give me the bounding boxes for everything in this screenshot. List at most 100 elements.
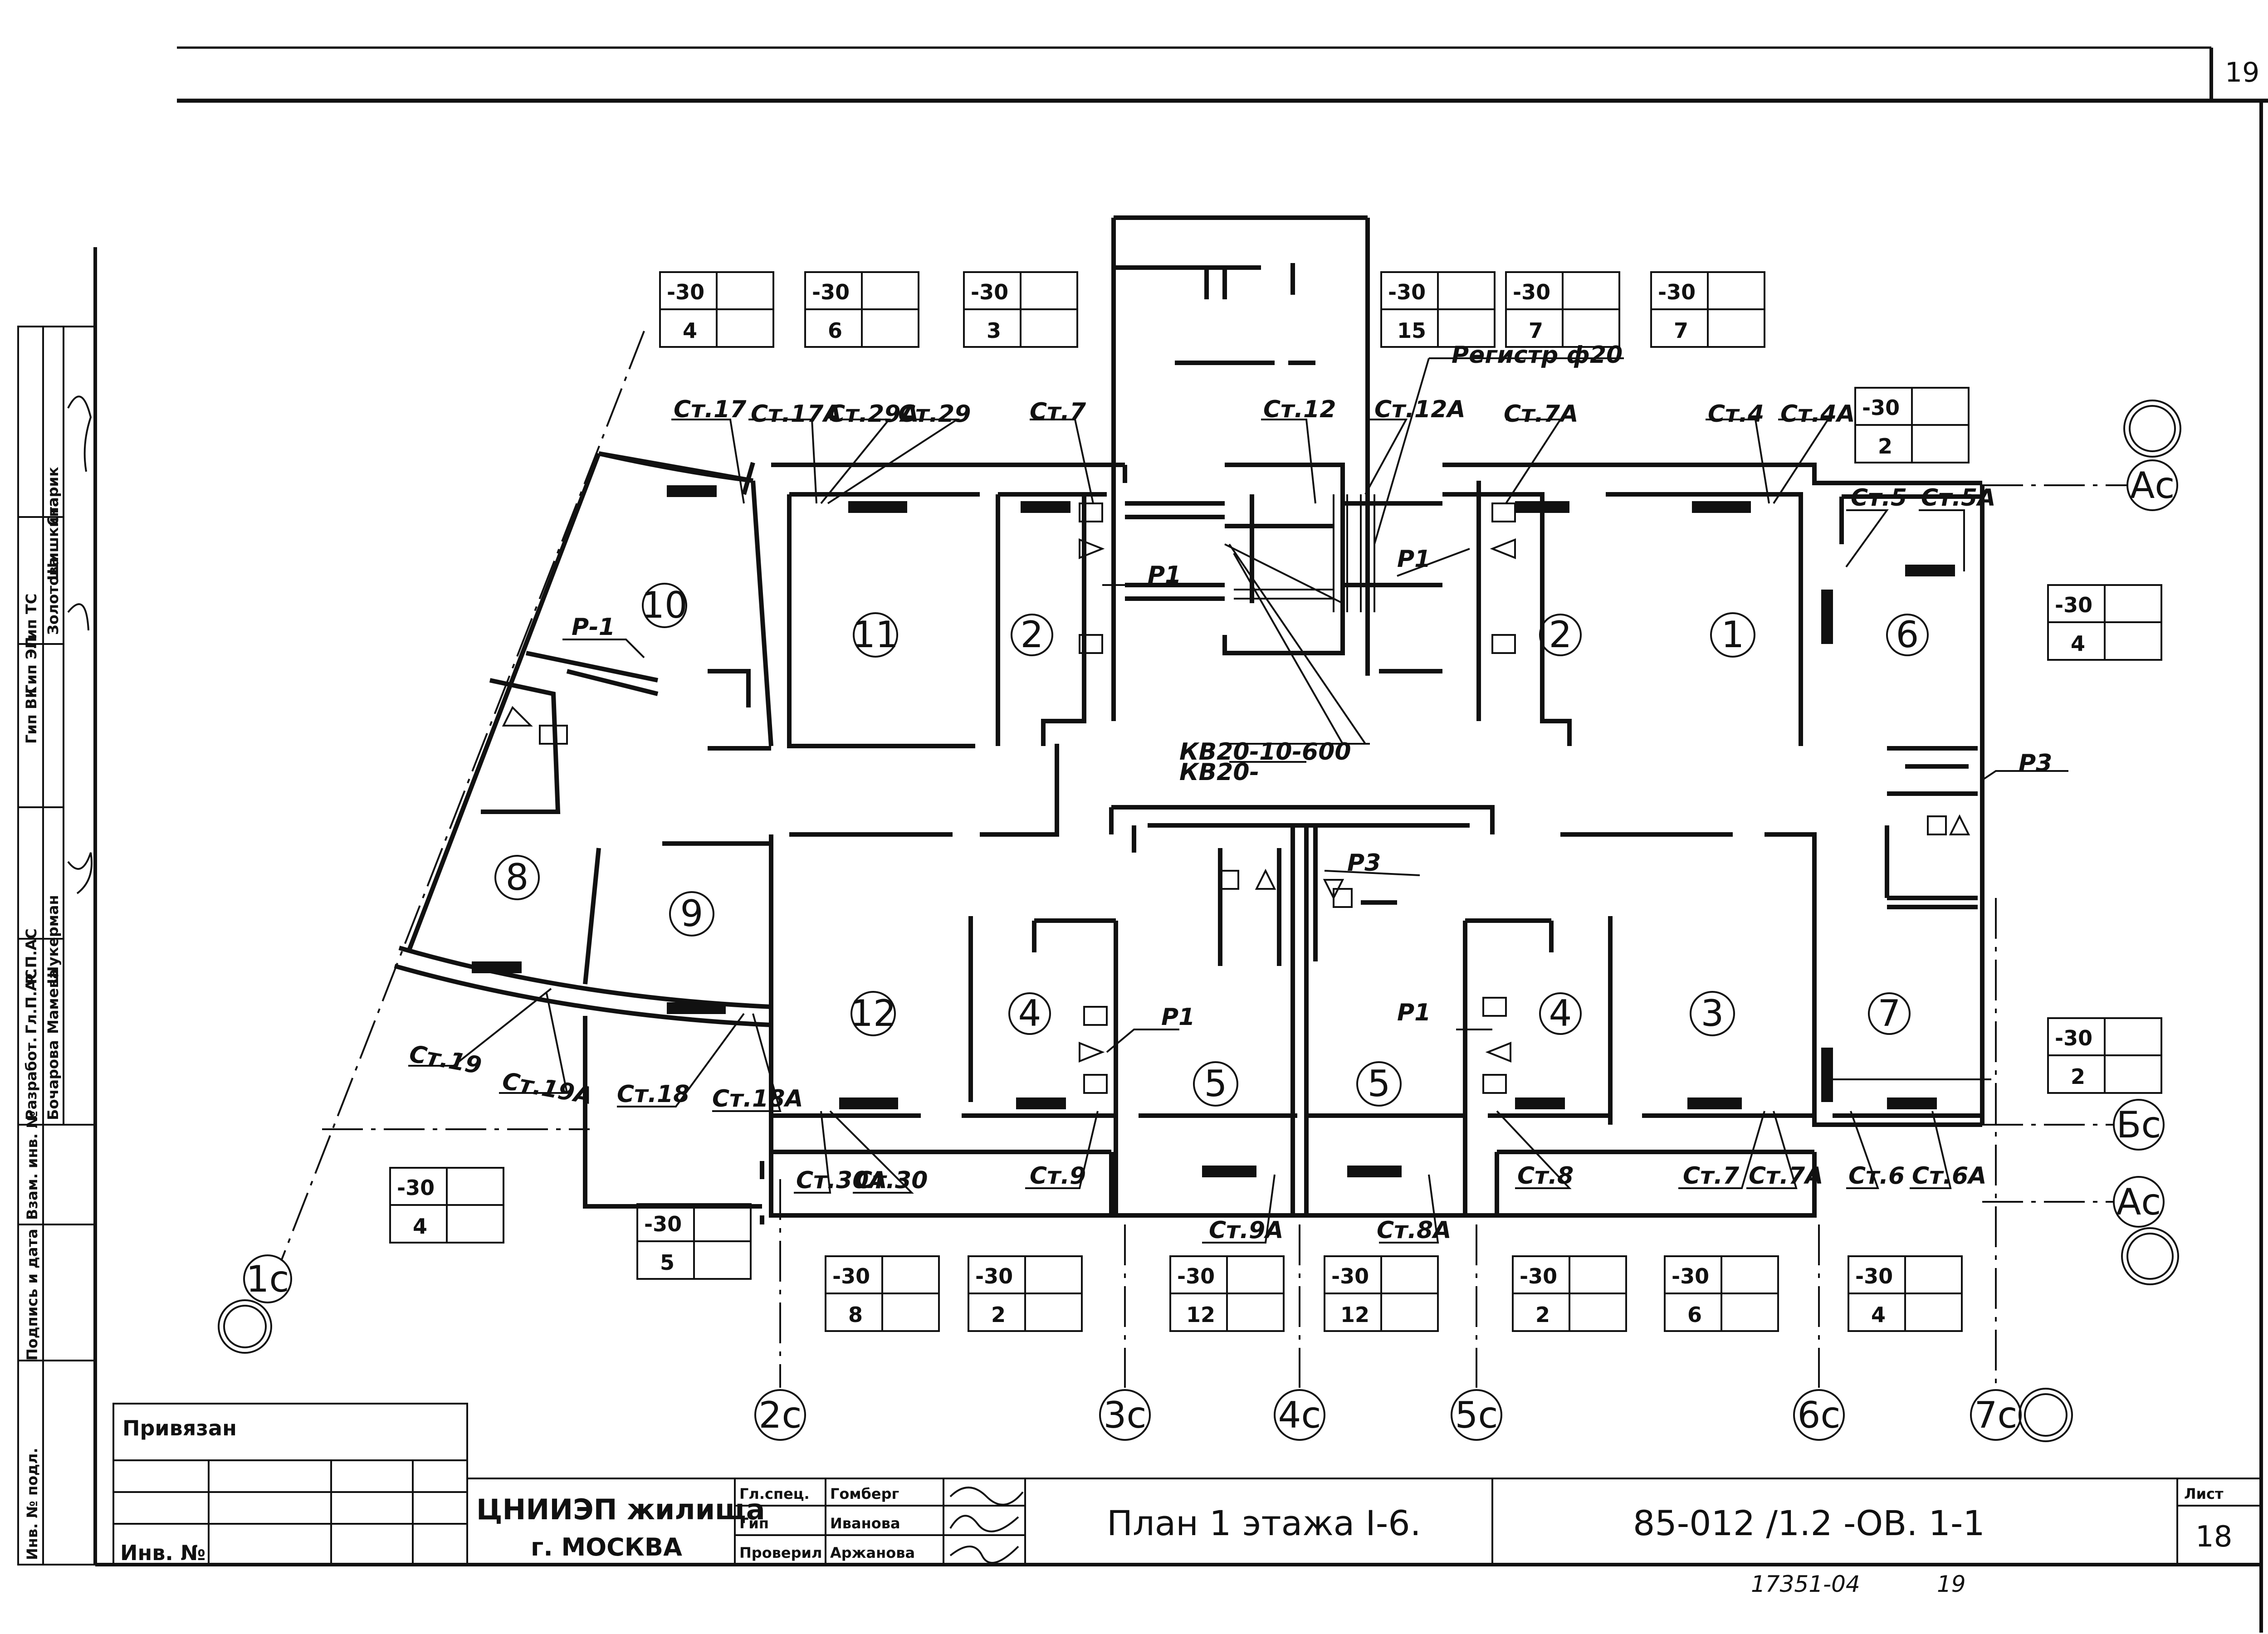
room-2-right: 2 bbox=[1539, 614, 1582, 656]
svg-text:12: 12 bbox=[1340, 1302, 1369, 1327]
temp-table-16: -302 bbox=[1512, 1255, 1627, 1332]
strip-name-6: Старик bbox=[44, 467, 62, 526]
svg-text:-30: -30 bbox=[1513, 280, 1550, 304]
axis-marker-bc: Бс bbox=[2113, 1099, 2165, 1151]
svg-text:Ст.7А: Ст.7А bbox=[1749, 1162, 1823, 1190]
building-walls bbox=[394, 215, 1984, 1224]
temp-table-15: -30 12 bbox=[1324, 1255, 1439, 1332]
svg-text:Ас: Ас bbox=[2130, 464, 2175, 507]
room-1: 1 bbox=[1710, 612, 1755, 658]
svg-text:2: 2 bbox=[2071, 1064, 2085, 1089]
svg-text:8: 8 bbox=[506, 856, 529, 898]
svg-text:-30: -30 bbox=[2055, 1026, 2092, 1050]
note-labels: Регистр ф20 КВ20-10-600 КВ20- Р1 Р1 Р-1 … bbox=[572, 341, 2052, 1031]
svg-text:2: 2 bbox=[1878, 434, 1892, 458]
temp-table-17: -306 bbox=[1664, 1255, 1779, 1332]
convector-label-2: КВ20- bbox=[1179, 759, 1259, 786]
attach-title: Привязан bbox=[122, 1416, 237, 1440]
svg-text:Ст.30А: Ст.30А bbox=[796, 1167, 887, 1194]
svg-text:-30: -30 bbox=[812, 280, 850, 304]
svg-text:Ст.12А: Ст.12А bbox=[1374, 396, 1466, 423]
svg-text:Бс: Бс bbox=[2116, 1104, 2161, 1146]
svg-text:4: 4 bbox=[1018, 992, 1041, 1034]
svg-text:2: 2 bbox=[1535, 1302, 1550, 1327]
svg-text:Ст.29: Ст.29 bbox=[898, 400, 971, 428]
approval-strip: Инв. № подл. Подпись и дата Взам. инв. №… bbox=[17, 326, 96, 1566]
valve-label-3: Р-1 bbox=[572, 614, 615, 641]
svg-text:Ст.6: Ст.6 bbox=[1848, 1162, 1905, 1190]
svg-text:4: 4 bbox=[2071, 631, 2085, 656]
room-7: 7 bbox=[1868, 992, 1911, 1035]
svg-text:Ст.7: Ст.7 bbox=[1030, 398, 1086, 425]
stamp-name-1: Гомберг bbox=[830, 1485, 899, 1502]
temp-table-12: -308 bbox=[825, 1255, 940, 1332]
temp-table-11: -305 bbox=[636, 1203, 752, 1280]
convector-label-1: КВ20-10-600 bbox=[1179, 738, 1351, 766]
svg-text:Ст.19: Ст.19 bbox=[407, 1040, 484, 1080]
room-5-right: 5 bbox=[1356, 1061, 1402, 1107]
temp-table-9: -30 2 bbox=[2047, 1017, 2162, 1094]
riser-leaders bbox=[408, 357, 2068, 1244]
svg-text:Ст.7: Ст.7 bbox=[1683, 1162, 1740, 1190]
svg-text:Ст.4А: Ст.4А bbox=[1780, 400, 1855, 428]
svg-text:-30: -30 bbox=[667, 280, 704, 304]
svg-text:5с: 5с bbox=[1455, 1394, 1498, 1436]
svg-text:Ст.6А: Ст.6А bbox=[1912, 1162, 1986, 1190]
svg-text:-30: -30 bbox=[832, 1264, 870, 1288]
strip-role-gipvk: Гип ВК bbox=[23, 686, 40, 744]
svg-text:9: 9 bbox=[680, 893, 704, 935]
stamp-name-3: Аржанова bbox=[830, 1544, 915, 1561]
svg-text:Ст.8А: Ст.8А bbox=[1377, 1217, 1451, 1244]
svg-text:2с: 2с bbox=[759, 1394, 802, 1436]
valve-label-6: Р3 bbox=[2019, 750, 2052, 777]
temp-table-10: -304 bbox=[389, 1167, 504, 1244]
svg-text:7: 7 bbox=[1674, 318, 1688, 343]
svg-text:-30: -30 bbox=[644, 1212, 682, 1236]
room-2-left: 2 bbox=[1011, 614, 1053, 656]
temp-table-1: -30 4 bbox=[659, 271, 774, 348]
temp-table-3: -303 bbox=[963, 271, 1078, 348]
svg-text:Ст.18: Ст.18 bbox=[617, 1081, 689, 1108]
attach-inv: Инв. № bbox=[120, 1541, 205, 1565]
strip-name-2: Мамева bbox=[44, 969, 62, 1034]
svg-text:-30: -30 bbox=[1331, 1264, 1369, 1288]
register-label: Регистр ф20 bbox=[1452, 341, 1623, 369]
temp-table-7: -302 bbox=[1854, 387, 1970, 463]
svg-text:3: 3 bbox=[987, 318, 1001, 343]
stamp-below-page: 19 bbox=[1937, 1571, 1966, 1597]
svg-text:Ст.5А: Ст.5А bbox=[1921, 484, 1995, 512]
strip-role-dev: Разработ. bbox=[23, 1037, 40, 1120]
axis-marker-2c: 2с bbox=[754, 1389, 806, 1441]
axis-marker-7c: 7с bbox=[1970, 1388, 2073, 1442]
svg-text:Ст.18А: Ст.18А bbox=[712, 1085, 803, 1112]
sheet-frame bbox=[93, 46, 2268, 1633]
svg-text:1: 1 bbox=[1721, 614, 1745, 656]
svg-text:5: 5 bbox=[1204, 1063, 1227, 1105]
svg-text:3с: 3с bbox=[1104, 1394, 1147, 1436]
stamp-title: План 1 этажа I-6. bbox=[1107, 1503, 1421, 1543]
strip-name-1: Бочарова bbox=[44, 1040, 62, 1120]
svg-text:15: 15 bbox=[1397, 318, 1426, 343]
temp-table-18: -30 4 bbox=[1848, 1255, 1963, 1332]
svg-text:Ст.12: Ст.12 bbox=[1263, 396, 1336, 423]
svg-text:11: 11 bbox=[852, 614, 899, 656]
svg-text:4: 4 bbox=[683, 318, 697, 343]
svg-text:6: 6 bbox=[1896, 614, 1919, 656]
temp-table-13: -302 bbox=[968, 1255, 1083, 1332]
axis-marker-4c: 4с bbox=[1274, 1389, 1325, 1441]
strip-role-rpas: Р.П.АС bbox=[23, 928, 40, 984]
stamp-role-1: Гл.спец. bbox=[739, 1485, 810, 1502]
strip-role-gipts: Гип ТС bbox=[23, 594, 40, 649]
svg-text:4: 4 bbox=[1871, 1302, 1886, 1327]
temp-table-6: -307 bbox=[1650, 271, 1765, 348]
svg-text:12: 12 bbox=[850, 992, 896, 1034]
stamp-below-code: 17351-04 bbox=[1751, 1571, 1860, 1597]
axis-marker-ac-top: Ас bbox=[2123, 400, 2181, 511]
axis-markers: 1с 2с 3с 4с 5с 6с 7с Ас Бс Ас bbox=[218, 400, 2181, 1442]
svg-text:-30: -30 bbox=[1855, 1264, 1893, 1288]
svg-text:Ст.9: Ст.9 bbox=[1030, 1162, 1086, 1190]
room-11: 11 bbox=[852, 612, 899, 658]
axis-marker-6c: 6с bbox=[1793, 1389, 1845, 1441]
svg-text:Ст.30: Ст.30 bbox=[855, 1167, 928, 1194]
